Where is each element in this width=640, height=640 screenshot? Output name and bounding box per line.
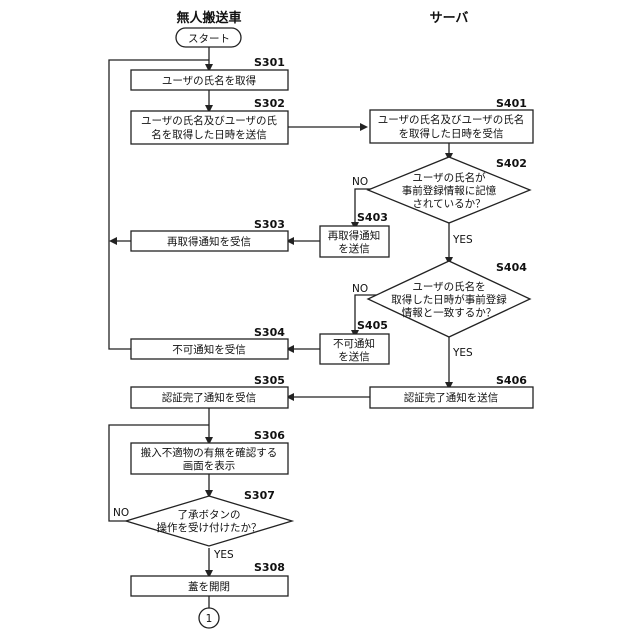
process-s305-text: 認証完了通知を受信	[162, 391, 257, 404]
decision-s402-line1: ユーザの氏名が	[412, 171, 486, 184]
decision-s307	[126, 496, 292, 546]
process-s406-text: 認証完了通知を送信	[404, 391, 499, 404]
process-s304-text: 不可通知を受信	[172, 343, 246, 356]
decision-s307-line1: 了承ボタンの	[178, 509, 241, 521]
step-id-s405: S405	[357, 319, 388, 332]
label-s402-yes: YES	[452, 234, 473, 246]
decision-s402-line3: されているか？	[412, 198, 485, 210]
step-id-s304: S304	[254, 326, 285, 339]
step-id-s306: S306	[254, 429, 285, 442]
header-left: 無人搬送車	[176, 10, 241, 26]
process-s301-text: ユーザの氏名を取得	[162, 74, 256, 87]
step-id-s401: S401	[496, 97, 527, 110]
process-s405-line2: を送信	[338, 350, 370, 363]
step-id-s403: S403	[357, 211, 388, 224]
decision-s404-line1: ユーザの氏名を	[412, 280, 485, 293]
step-id-s305: S305	[254, 374, 285, 387]
label-s404-yes: YES	[452, 347, 473, 359]
header-right: サーバ	[430, 11, 469, 26]
step-id-s402: S402	[496, 157, 527, 170]
decision-s307-line2: 操作を受け付けたか？	[157, 521, 262, 534]
label-s404-no: NO	[352, 283, 368, 295]
process-s401-line1: ユーザの氏名及びユーザの氏名	[378, 113, 525, 126]
step-id-s302: S302	[254, 97, 285, 110]
label-s402-no: NO	[352, 176, 368, 188]
process-s403-line2: を送信	[338, 242, 370, 255]
step-id-s308: S308	[254, 561, 285, 574]
process-s302-line1: ユーザの氏名及びユーザの氏	[141, 114, 278, 127]
step-id-s307: S307	[244, 489, 275, 502]
decision-s402-line2: 事前登録情報に記憶	[402, 184, 497, 197]
decision-s404-line2: 取得した日時が事前登録	[391, 293, 507, 306]
step-id-s303: S303	[254, 218, 285, 231]
process-s303-text: 再取得通知を受信	[167, 235, 251, 248]
process-s306-line1: 搬入不適物の有無を確認する	[141, 446, 278, 459]
process-s302-line2: 名を取得した日時を送信	[151, 128, 267, 141]
step-id-s406: S406	[496, 374, 527, 387]
label-s307-yes: YES	[213, 549, 234, 561]
process-s403-line1: 再取得通知	[328, 229, 381, 242]
process-s306-line2: 画面を表示	[183, 459, 236, 472]
offpage-connector-label: 1	[206, 613, 213, 625]
decision-s404-line3: 情報と一致するか？	[402, 306, 497, 319]
process-s401-line2: を取得した日時を受信	[399, 128, 504, 140]
label-s307-no: NO	[113, 507, 129, 519]
process-s308-text: 蓋を開閉	[188, 581, 230, 593]
step-id-s301: S301	[254, 56, 285, 69]
start-label: スタート	[188, 33, 230, 45]
process-s405-line1: 不可通知	[333, 337, 375, 350]
step-id-s404: S404	[496, 261, 527, 274]
